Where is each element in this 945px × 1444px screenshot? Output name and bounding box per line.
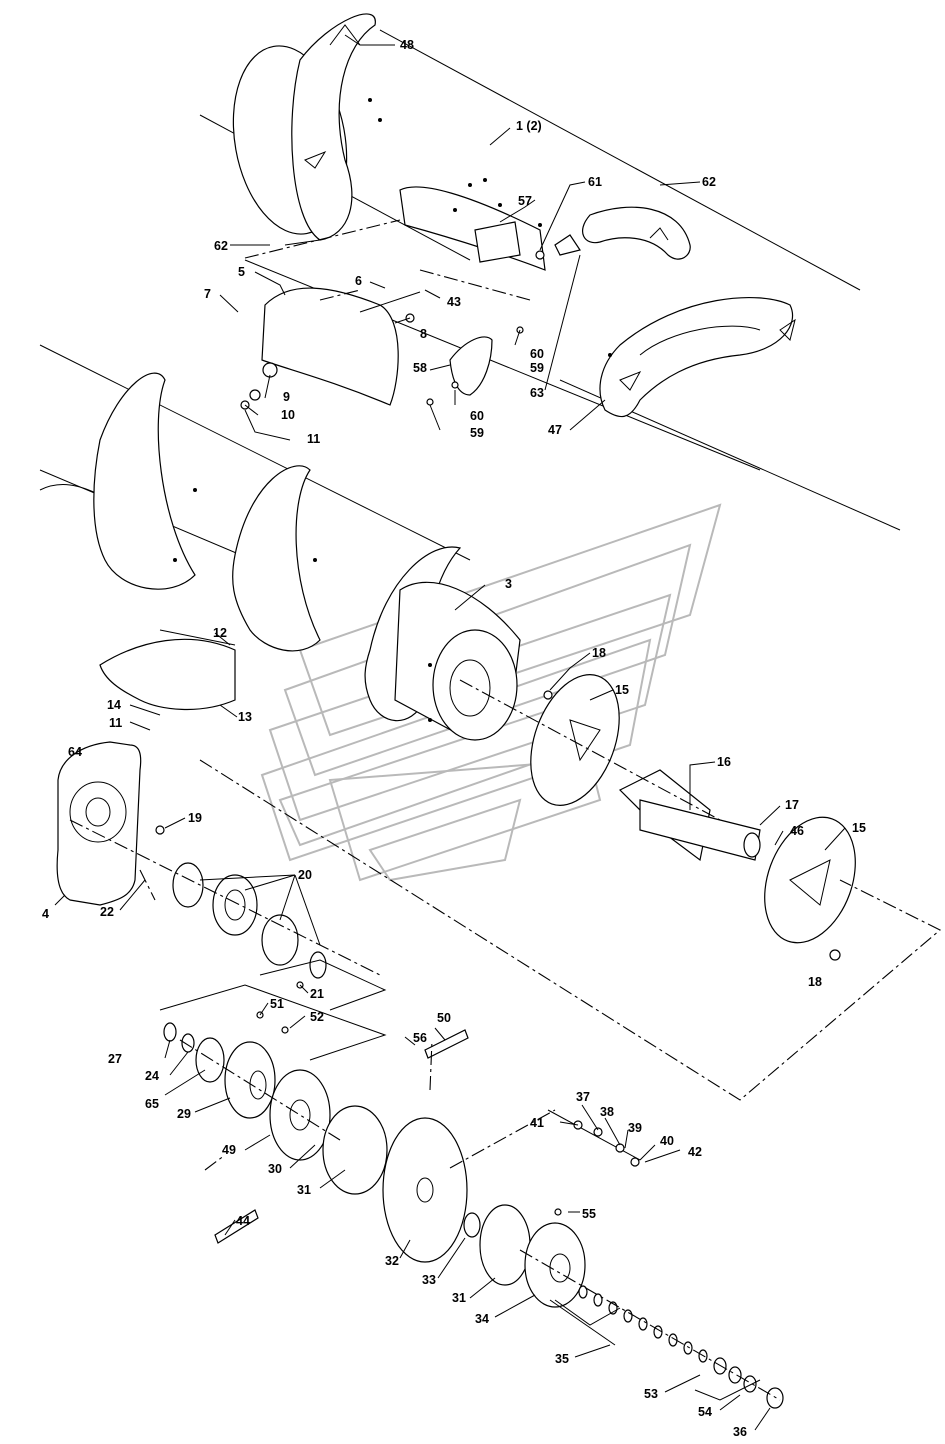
callout-4: 4	[42, 907, 49, 921]
callout-36: 36	[733, 1425, 747, 1439]
callout-11: 11	[307, 432, 320, 446]
callout-1-2: 1 (2)	[516, 119, 542, 133]
callout-30: 30	[268, 1162, 282, 1176]
callout-37: 37	[576, 1090, 590, 1104]
callout-57: 57	[518, 194, 532, 208]
callout-56: 56	[413, 1031, 427, 1045]
callout-50: 50	[437, 1011, 451, 1025]
callout-48: 48	[400, 38, 414, 52]
callout-55: 55	[582, 1207, 596, 1221]
callout-9: 9	[283, 390, 290, 404]
callout-33: 33	[422, 1273, 436, 1287]
callout-29: 29	[177, 1107, 191, 1121]
callout-31: 31	[452, 1291, 466, 1305]
callout-24: 24	[145, 1069, 159, 1083]
callout-64: 64	[68, 745, 82, 759]
callout-63: 63	[530, 386, 544, 400]
callout-60: 60	[470, 409, 484, 423]
callout-52: 52	[310, 1010, 324, 1024]
callout-40: 40	[660, 1134, 674, 1148]
callout-54: 54	[698, 1405, 712, 1419]
callout-38: 38	[600, 1105, 614, 1119]
callout-60: 60	[530, 347, 544, 361]
callout-18: 18	[592, 646, 606, 660]
callout-46: 46	[790, 824, 804, 838]
callout-10: 10	[281, 408, 295, 422]
callout-43: 43	[447, 295, 461, 309]
callout-14: 14	[107, 698, 121, 712]
callout-5: 5	[238, 265, 245, 279]
callout-59: 59	[470, 426, 484, 440]
callout-7: 7	[204, 287, 211, 301]
callout-59: 59	[530, 361, 544, 375]
callout-47: 47	[548, 423, 562, 437]
callout-18: 18	[808, 975, 822, 989]
callout-62: 62	[702, 175, 716, 189]
callout-65: 65	[145, 1097, 159, 1111]
callout-44: 44	[236, 1214, 250, 1228]
callout-58: 58	[413, 361, 427, 375]
callout-49: 49	[222, 1143, 236, 1157]
leader-lines	[54, 34, 846, 1431]
drive-sprocket-assembly	[159, 959, 784, 1409]
callout-42: 42	[688, 1145, 702, 1159]
callout-39: 39	[628, 1121, 642, 1135]
callout-21: 21	[310, 987, 324, 1001]
callout-3: 3	[505, 577, 512, 591]
callout-22: 22	[100, 905, 114, 919]
callout-27: 27	[108, 1052, 122, 1066]
callout-12: 12	[213, 626, 227, 640]
lower-auger-assembly	[39, 344, 521, 741]
callout-6: 6	[355, 274, 362, 288]
callout-13: 13	[238, 710, 252, 724]
callout-35: 35	[555, 1352, 569, 1366]
callout-61: 61	[588, 175, 602, 189]
callout-8: 8	[420, 327, 427, 341]
callout-15: 15	[852, 821, 866, 835]
callout-53: 53	[644, 1387, 658, 1401]
callout-31: 31	[297, 1183, 311, 1197]
callout-62: 62	[214, 239, 228, 253]
callout-labels: 48 1 (2) 61 62 57 62 5 7 6 43 8 60 59 58…	[42, 38, 866, 1439]
callout-34: 34	[475, 1312, 489, 1326]
callout-16: 16	[717, 755, 731, 769]
callout-41: 41	[530, 1116, 544, 1130]
callout-32: 32	[385, 1254, 399, 1268]
callout-17: 17	[785, 798, 799, 812]
callout-15: 15	[615, 683, 629, 697]
callout-11: 11	[109, 716, 122, 730]
callout-51: 51	[270, 997, 284, 1011]
upper-auger-assembly	[199, 13, 901, 531]
callout-20: 20	[298, 868, 312, 882]
callout-19: 19	[188, 811, 202, 825]
